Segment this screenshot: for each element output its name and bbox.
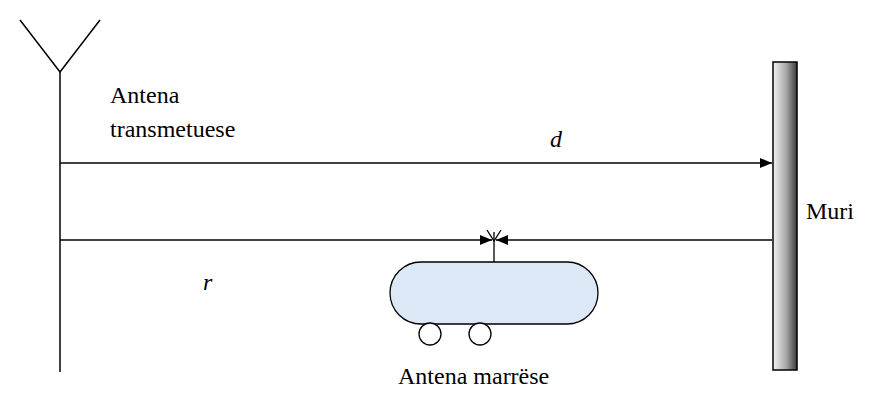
label-holder: Antena transmetuese [110,78,270,146]
antenna-label: Antena marrëse [398,362,549,390]
reflected-path-arrow [496,239,772,241]
receiving-antenna [487,230,501,263]
wall-label: Muri [806,197,854,225]
distance-arrow [60,162,772,164]
transmitting-antenna [20,20,100,372]
direct-path-arrow [60,239,492,241]
antenna-label: Antena transmetuese [110,78,270,146]
distance-symbol: r [203,268,212,296]
label-holder: r [203,268,212,296]
wall [773,62,797,370]
label-holder: d [550,125,562,153]
distance-symbol: d [550,125,562,153]
vehicle [390,262,598,345]
label-holder: Antena marrëse [398,362,549,390]
label-holder: Muri [806,197,854,225]
